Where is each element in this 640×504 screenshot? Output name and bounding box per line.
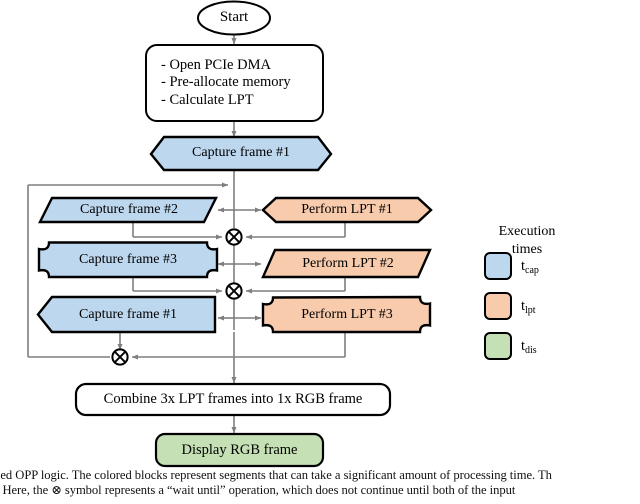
legend-label-tcap: tcap xyxy=(521,258,539,276)
legend-base-tlpt: t xyxy=(521,298,526,314)
legend-sub-tdis: dis xyxy=(525,345,537,356)
figure-caption-line-1: ased OPP logic. The colored blocks repre… xyxy=(0,468,552,482)
wait-until-symbol-2 xyxy=(225,282,243,300)
legend-label-tlpt: tlpt xyxy=(521,298,536,316)
node-capture-frame-1-bottom xyxy=(36,295,217,334)
legend-title: Execution times xyxy=(498,224,556,257)
connector-lines xyxy=(27,35,346,434)
legend-swatch-tcap xyxy=(484,252,512,280)
node-capture-frame-1-top xyxy=(149,135,333,172)
legend-label-tdis: tdis xyxy=(521,338,537,356)
node-capture-frame-2 xyxy=(38,196,218,224)
legend-sub-tcap: cap xyxy=(525,265,539,276)
legend-swatch-tdis xyxy=(484,332,512,360)
node-perform-lpt-1 xyxy=(261,196,433,224)
legend-swatch-tlpt xyxy=(484,292,512,320)
figure-caption-line-2: x. Here, the ⊗ symbol represents a “wait… xyxy=(0,483,516,498)
node-combine xyxy=(74,382,392,417)
node-display xyxy=(154,432,325,468)
wait-until-symbols xyxy=(111,228,243,366)
node-perform-lpt-3 xyxy=(261,295,432,334)
wait-until-symbol-3 xyxy=(111,348,129,366)
legend-base-tcap: t xyxy=(521,258,526,274)
node-init xyxy=(145,44,324,122)
legend-base-tdis: t xyxy=(521,338,526,354)
legend-sub-tlpt: lpt xyxy=(525,305,536,316)
figure-caption: ased OPP logic. The colored blocks repre… xyxy=(0,468,640,499)
node-capture-frame-3 xyxy=(37,241,219,279)
legend-swatches xyxy=(484,252,512,360)
wait-until-symbol-1 xyxy=(225,228,243,246)
node-perform-lpt-2 xyxy=(261,248,432,279)
node-start xyxy=(197,0,271,36)
